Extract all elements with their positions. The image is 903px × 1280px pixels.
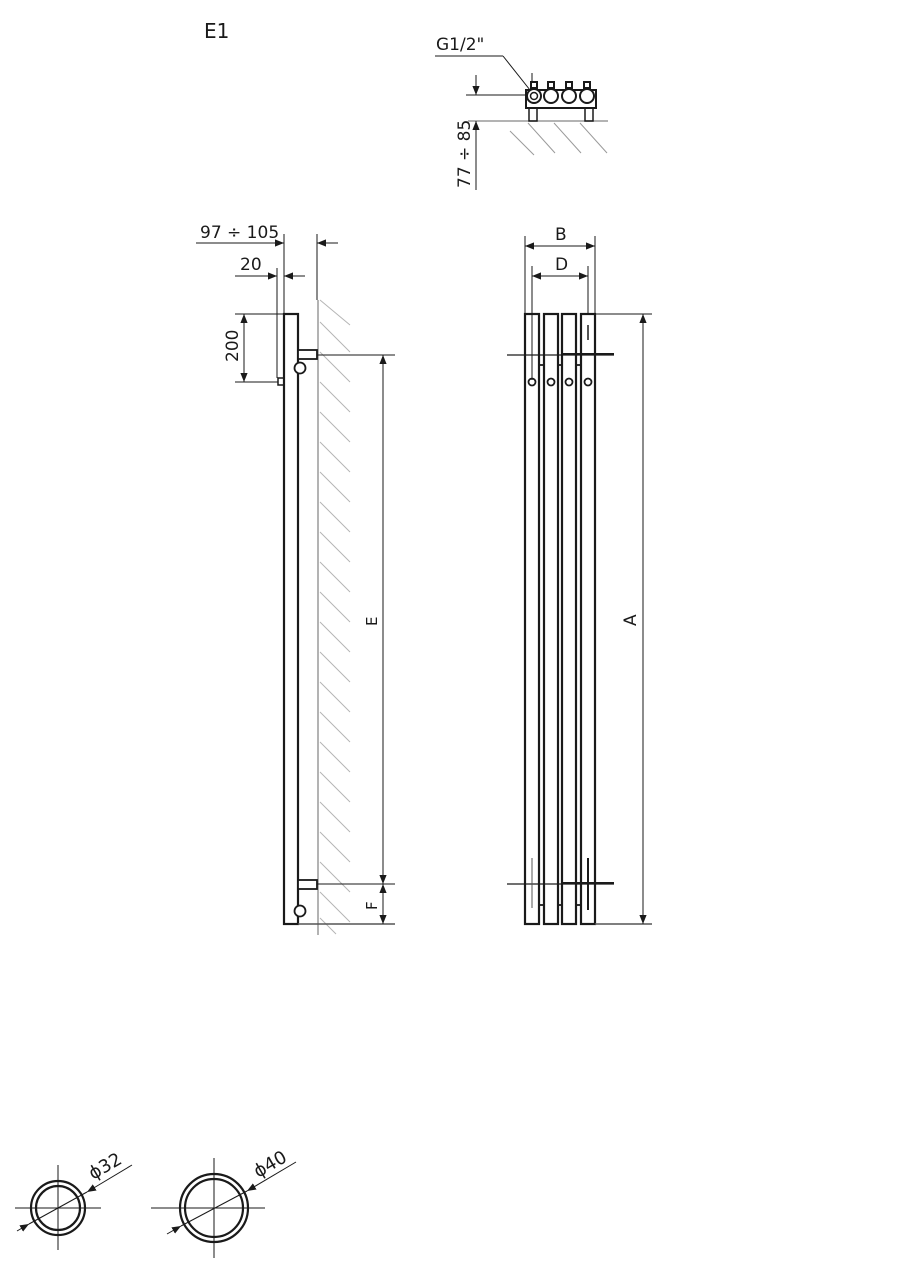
height-a-label: A <box>621 614 641 626</box>
top-view <box>435 55 608 190</box>
spacing-e-label: E <box>363 617 381 626</box>
side-view <box>196 234 395 935</box>
width-b-label: B <box>555 225 567 245</box>
section-32 <box>15 1164 133 1250</box>
valve-height-label: 200 <box>223 330 243 362</box>
depth-dimension-label: 97 ÷ 105 <box>200 223 279 243</box>
connection-size-label: G1/2" <box>436 35 484 55</box>
bottom-f-label: F <box>363 901 381 910</box>
front-view <box>507 236 652 926</box>
inner-width-d-label: D <box>555 255 568 275</box>
section-40 <box>151 1158 297 1258</box>
offset-dimension-label: 20 <box>240 255 262 275</box>
diameter-32-label: ϕ32 <box>85 1149 126 1185</box>
wall-distance-label: 77 ÷ 85 <box>455 120 475 188</box>
drawing-title: E1 <box>204 19 229 43</box>
